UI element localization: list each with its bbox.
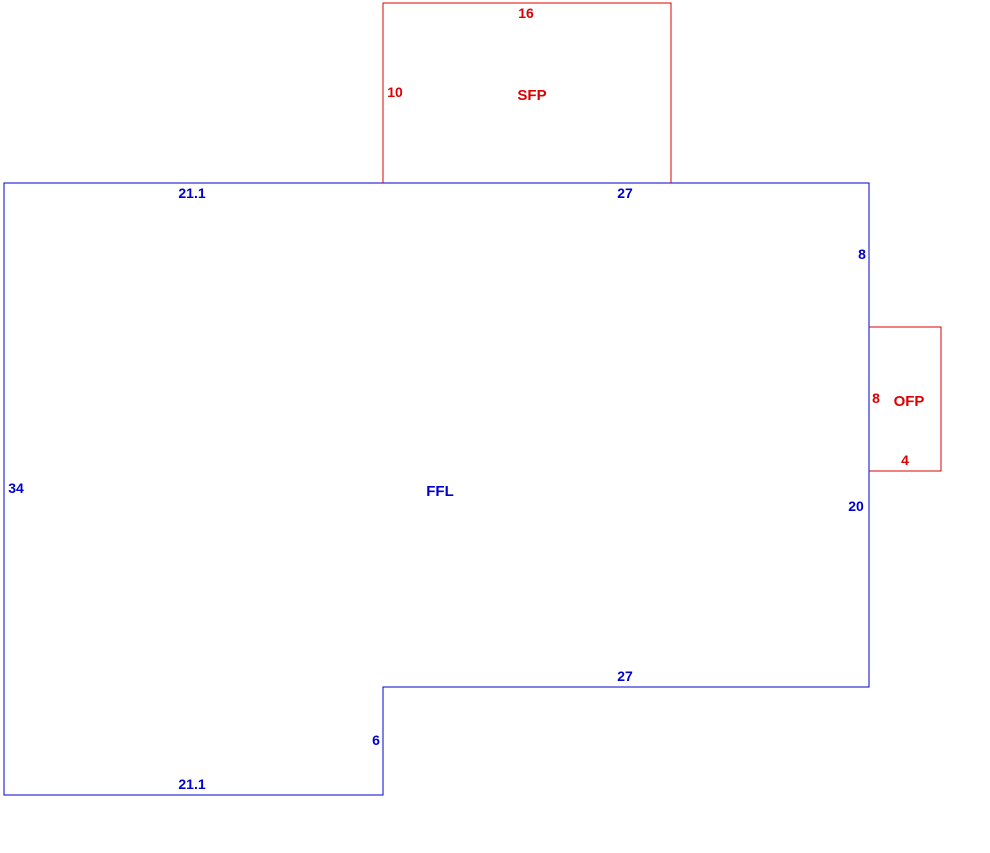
sfp-label: SFP	[517, 87, 546, 104]
ffl-dim-right-lower: 20	[848, 498, 864, 514]
ffl-dim-left: 34	[8, 480, 24, 496]
sfp-dim-left: 10	[387, 84, 403, 100]
ofp-label: OFP	[894, 393, 925, 410]
ffl-dim-right-upper: 8	[858, 246, 866, 262]
sfp-area: 16 10 SFP	[382, 2, 672, 183]
ffl-outline	[3, 182, 870, 796]
ofp-dim-left: 8	[872, 390, 880, 406]
ffl-area: 21.1 27 8 20 27 6 21.1 34 FFL	[3, 182, 870, 796]
ffl-dim-middle-bottom: 27	[617, 668, 633, 684]
sfp-outline	[382, 2, 672, 183]
ffl-dim-top-left: 21.1	[178, 185, 205, 201]
ofp-area: 8 4 OFP	[869, 326, 942, 472]
ofp-outline	[869, 326, 942, 472]
sfp-dim-top: 16	[518, 5, 534, 21]
ffl-dim-bottom: 21.1	[178, 776, 205, 792]
ofp-dim-bottom: 4	[901, 452, 909, 468]
ffl-label: FFL	[426, 483, 454, 500]
ffl-dim-top-right: 27	[617, 185, 633, 201]
ffl-dim-step: 6	[372, 732, 380, 748]
